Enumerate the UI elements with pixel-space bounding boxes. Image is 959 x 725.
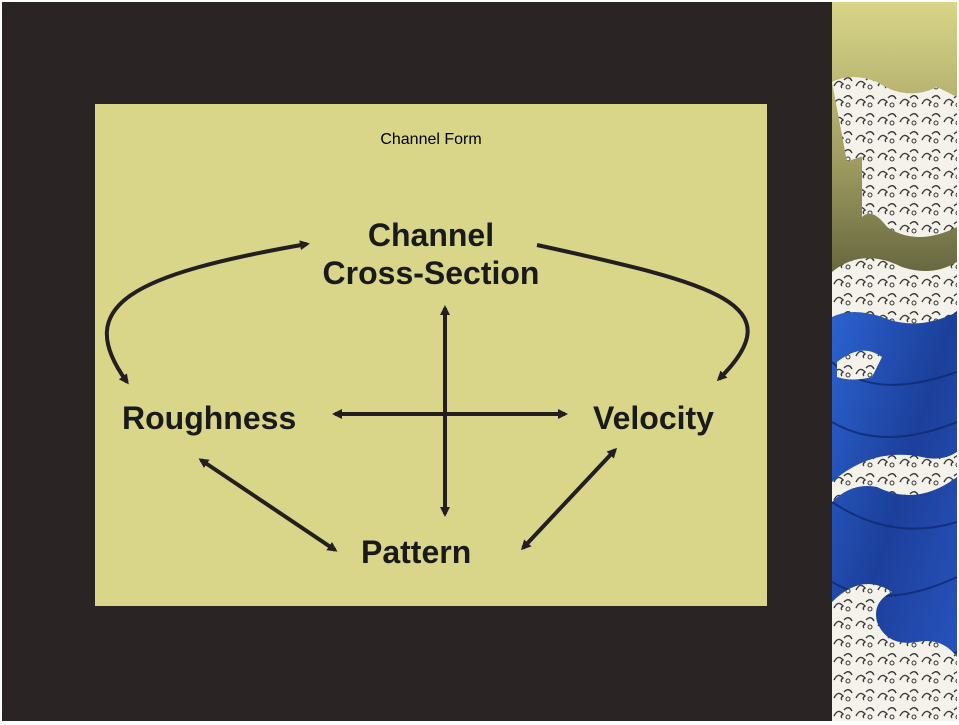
node-channel-cross-section: Channel Cross-Section	[285, 216, 577, 292]
node-roughness: Roughness	[122, 400, 297, 436]
wave-artwork	[832, 2, 957, 721]
arrows-layer	[105, 240, 750, 552]
slide-title: Channel Form	[380, 131, 482, 148]
arrow-roughness-cross-section	[105, 240, 310, 385]
diagram-panel: Channel Form Channel Cross-Section Rough…	[95, 104, 767, 606]
node-cross-section-line2: Cross-Section	[322, 255, 540, 291]
node-velocity: Velocity	[593, 400, 714, 436]
arrow-cross-section-velocity	[536, 243, 750, 382]
arrow-roughness-pattern	[198, 458, 338, 552]
node-cross-section-line1: Channel	[367, 217, 495, 253]
node-pattern: Pattern	[361, 534, 472, 570]
arrow-velocity-pattern	[520, 447, 618, 551]
